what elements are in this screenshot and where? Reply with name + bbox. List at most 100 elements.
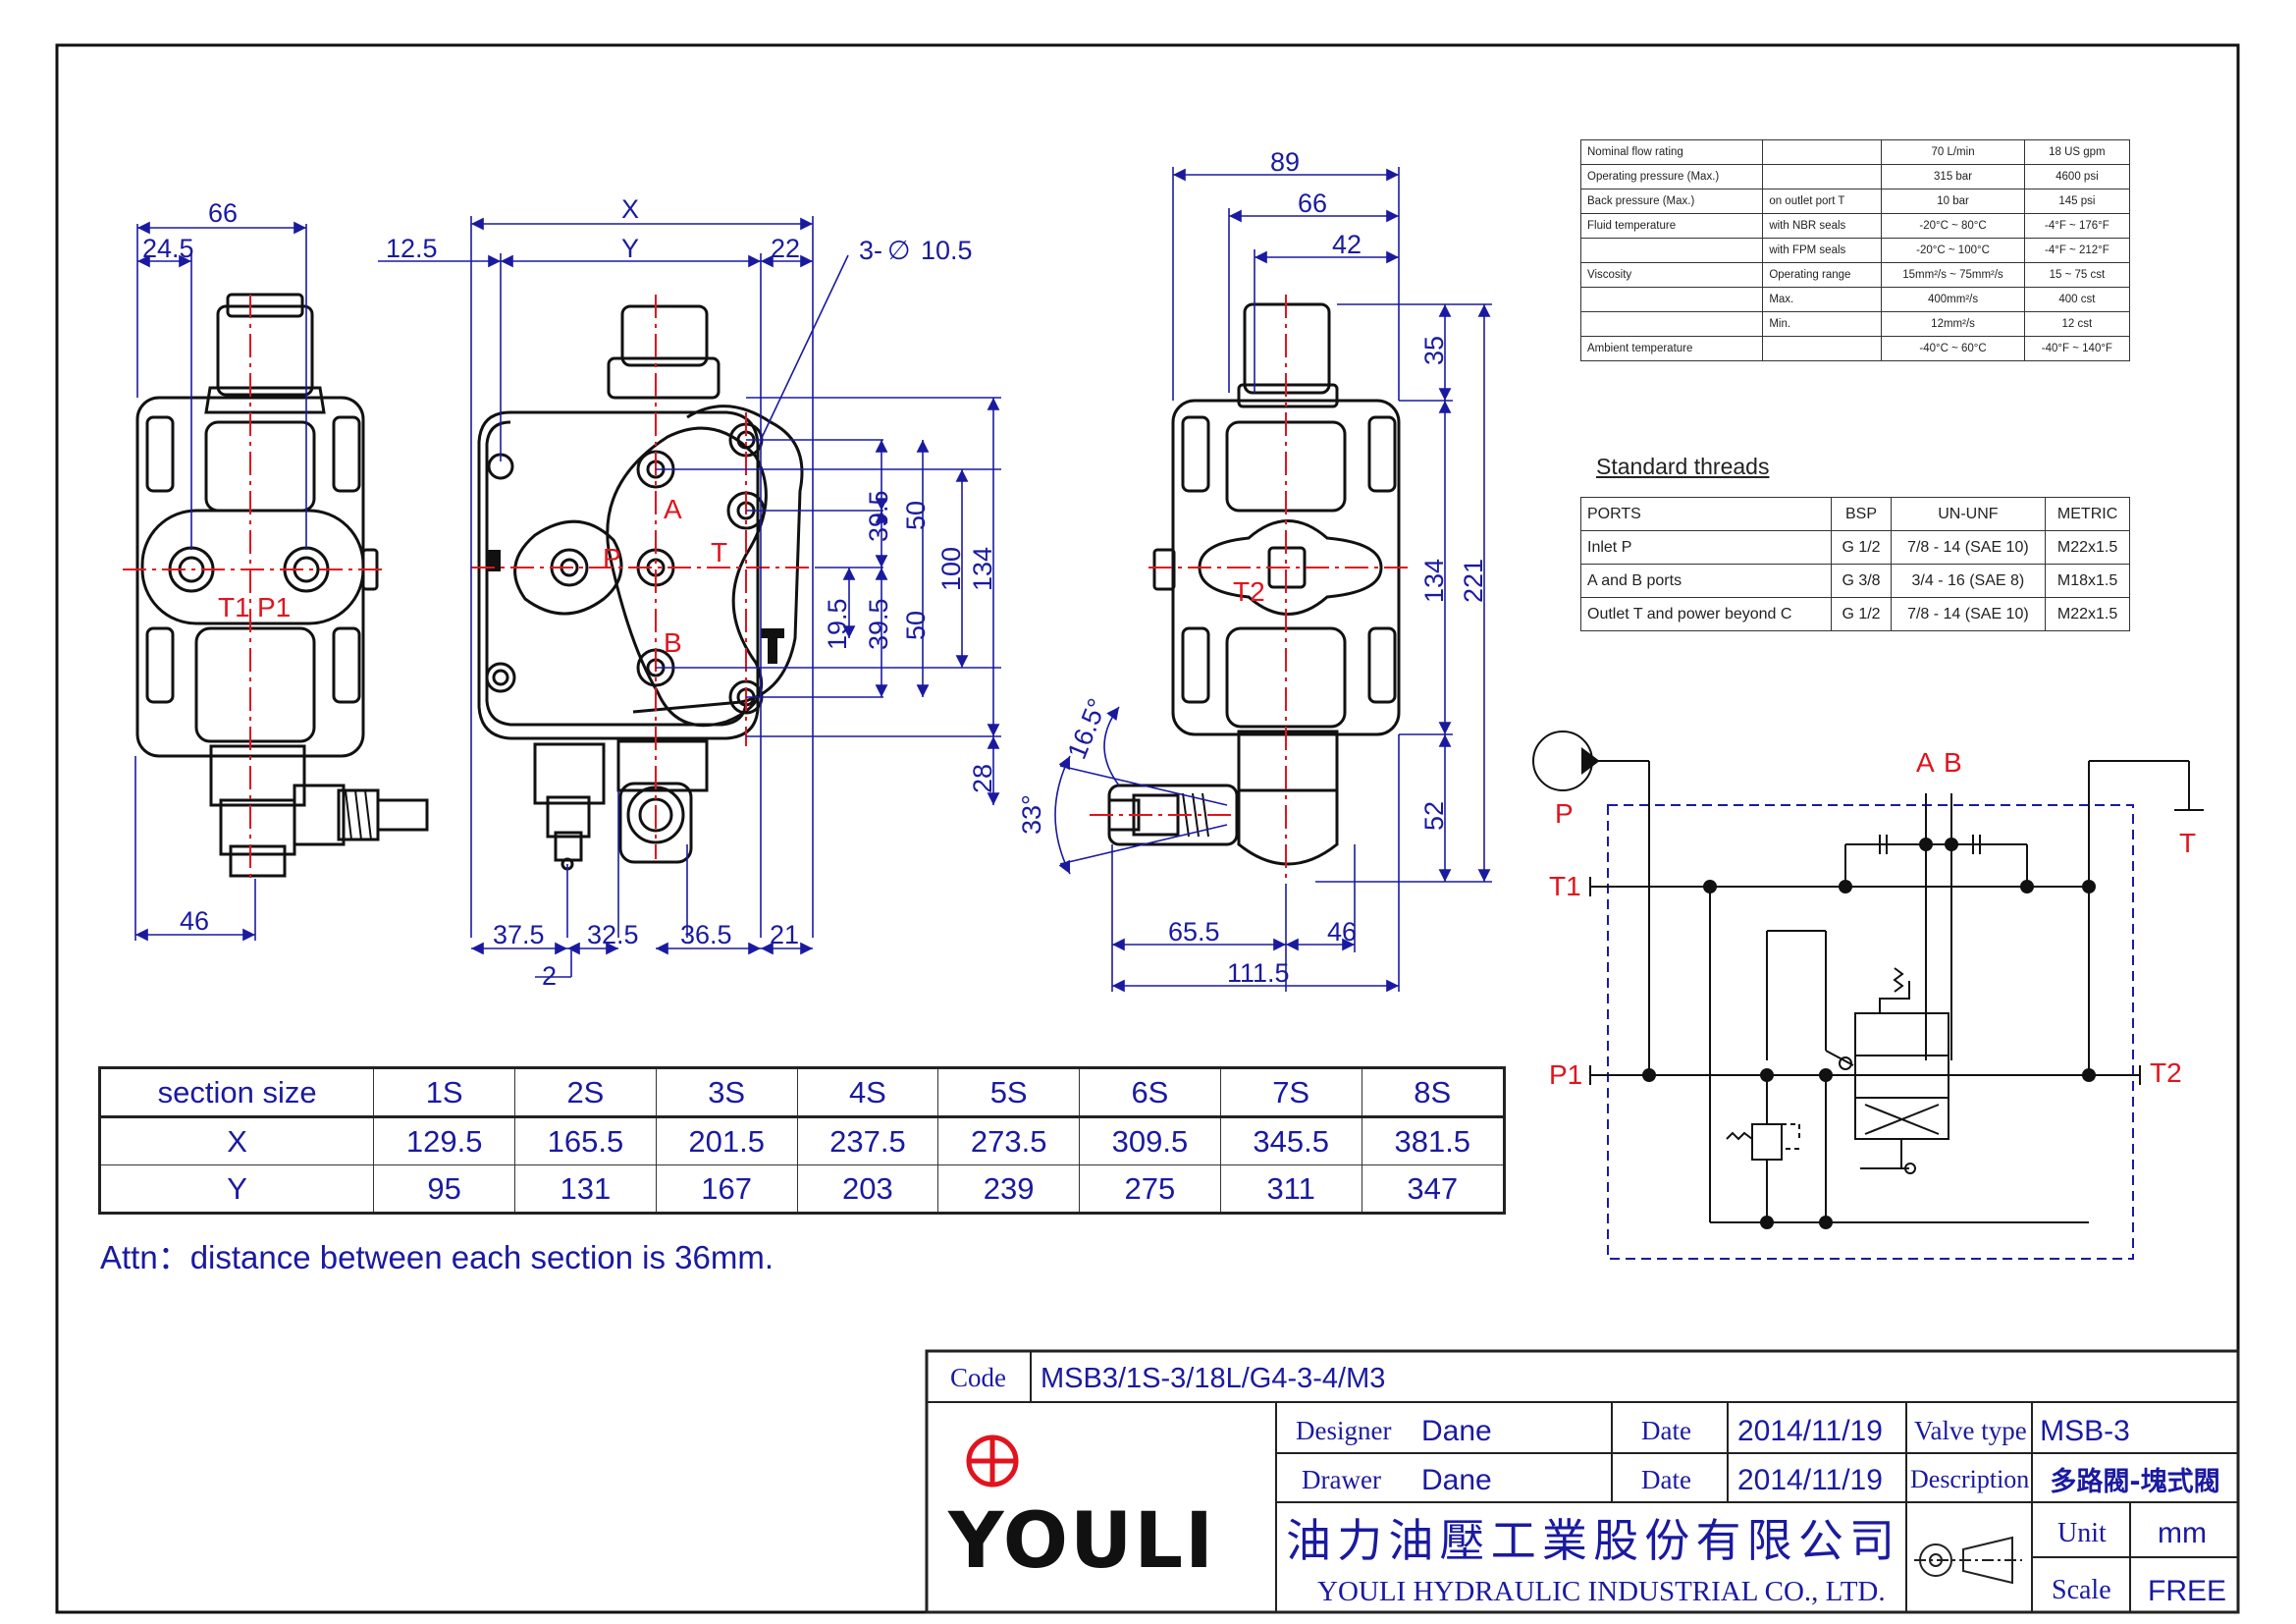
hydraulic-schematic	[1532, 731, 2204, 1260]
dim-hole-diameter: 10.5	[921, 236, 973, 265]
table-cell: 15mm²/s ~ 75mm²/s	[1881, 262, 2025, 288]
dim-32-5: 32.5	[587, 920, 639, 949]
port-label-t2: T2	[1233, 576, 1265, 607]
port-label-p: P	[603, 543, 621, 573]
schematic-label-p: P	[1555, 798, 1574, 829]
table-cell: Max.	[1762, 287, 1883, 312]
designer-value: Dane	[1421, 1415, 1492, 1447]
description-label: Description	[1910, 1465, 2029, 1493]
dim-28: 28	[968, 764, 997, 793]
table-cell: 315 bar	[1881, 164, 2025, 189]
table-cell: 70 L/min	[1881, 139, 2025, 165]
dim-221: 221	[1459, 559, 1488, 603]
view3-centerlines	[1090, 295, 1414, 884]
dim-50-lower: 50	[901, 611, 931, 640]
table-cell: 129.5	[373, 1116, 516, 1165]
dim-39-5-lower: 39.5	[864, 598, 893, 650]
table-cell: PORTS	[1579, 497, 1833, 531]
schematic-boundary	[1607, 804, 2134, 1260]
table-cell: 165.5	[514, 1116, 657, 1165]
dim-12-5: 12.5	[386, 234, 438, 263]
table-cell: 7/8 - 14 (SAE 10)	[1890, 597, 2047, 631]
view1-centerlines	[123, 295, 388, 879]
table-cell: Viscosity	[1579, 262, 1764, 288]
schematic-label-b: B	[1944, 747, 1962, 778]
table-cell: on outlet port T	[1762, 189, 1883, 214]
dim-2: 2	[542, 961, 557, 991]
table-cell: Min.	[1762, 311, 1883, 337]
dim-42: 42	[1332, 230, 1362, 259]
table-cell: -40°C ~ 60°C	[1881, 336, 2025, 361]
table-cell	[1762, 164, 1883, 189]
logo-wordmark: YOULI	[947, 1497, 1215, 1586]
table-cell: 1S	[373, 1067, 516, 1118]
port-label-t: T	[711, 537, 727, 568]
table-cell: 275	[1079, 1164, 1221, 1214]
table-cell: M22x1.5	[2045, 597, 2130, 631]
table-cell: 400mm²/s	[1881, 287, 2025, 312]
view2-dimensions	[378, 216, 1001, 978]
title-block	[925, 1349, 2240, 1614]
table-cell: Back pressure (Max.)	[1579, 189, 1764, 214]
port-label-b: B	[664, 627, 682, 658]
dim-21: 21	[770, 920, 799, 949]
spec-row: Ambient temperature-40°C ~ 60°C-40°F ~ 1…	[1579, 336, 2131, 361]
unit-value: mm	[2158, 1517, 2207, 1549]
table-cell: section size	[98, 1067, 375, 1118]
schematic-junctions	[1642, 838, 2096, 1229]
view2-centerlines	[471, 295, 815, 859]
dim-37-5: 37.5	[493, 920, 545, 949]
table-cell	[1579, 238, 1764, 263]
table-cell: 4S	[796, 1067, 939, 1118]
table-cell: 3S	[655, 1067, 798, 1118]
table-cell: 18 US gpm	[2023, 139, 2131, 165]
company-name-en: YOULI HYDRAULIC INDUSTRIAL CO., LTD.	[1317, 1576, 1886, 1607]
dim-36-5: 36.5	[680, 920, 732, 949]
threads-title: Standard threads	[1596, 454, 1770, 479]
table-cell: Outlet T and power beyond C	[1579, 597, 1833, 631]
port-label-a: A	[664, 494, 682, 524]
dim-66-left: 66	[208, 198, 238, 228]
projection-symbol-icon	[1914, 1536, 2022, 1585]
table-cell: 12 cst	[2023, 311, 2131, 337]
table-cell: 345.5	[1219, 1116, 1362, 1165]
table-cell: G 1/2	[1831, 530, 1892, 565]
dim-22: 22	[771, 234, 800, 263]
dim-52: 52	[1419, 801, 1449, 831]
description-value: 多路閥-塊式閥	[2050, 1466, 2219, 1497]
table-cell: 5S	[937, 1067, 1081, 1118]
table-cell: 131	[514, 1164, 657, 1214]
table-cell: -40°F ~ 140°F	[2023, 336, 2131, 361]
dim-66-right: 66	[1298, 189, 1327, 218]
table-cell: 381.5	[1361, 1116, 1506, 1165]
table-cell	[1762, 336, 1883, 361]
dim-46-right: 46	[1327, 917, 1357, 947]
dim-134-front: 134	[968, 547, 997, 591]
table-cell: 6S	[1079, 1067, 1221, 1118]
dim-24-5: 24.5	[142, 234, 194, 263]
table-cell	[1579, 287, 1764, 312]
table-cell: -4°F ~ 176°F	[2023, 213, 2131, 239]
attention-note: Attn：distance between each section is 36…	[100, 1239, 774, 1275]
dim-35: 35	[1419, 336, 1449, 365]
table-cell: X	[98, 1116, 375, 1165]
dim-89: 89	[1270, 147, 1300, 177]
table-cell: 400 cst	[2023, 287, 2131, 312]
table-cell: 3/4 - 16 (SAE 8)	[1890, 564, 2047, 598]
date-label-2: Date	[1641, 1465, 1691, 1494]
table-cell	[1762, 139, 1883, 165]
scale-value: FREE	[2148, 1575, 2226, 1607]
table-cell: -20°C ~ 100°C	[1881, 238, 2025, 263]
youli-logo: YOULI	[947, 1435, 1215, 1586]
table-cell: 12mm²/s	[1881, 311, 2025, 337]
